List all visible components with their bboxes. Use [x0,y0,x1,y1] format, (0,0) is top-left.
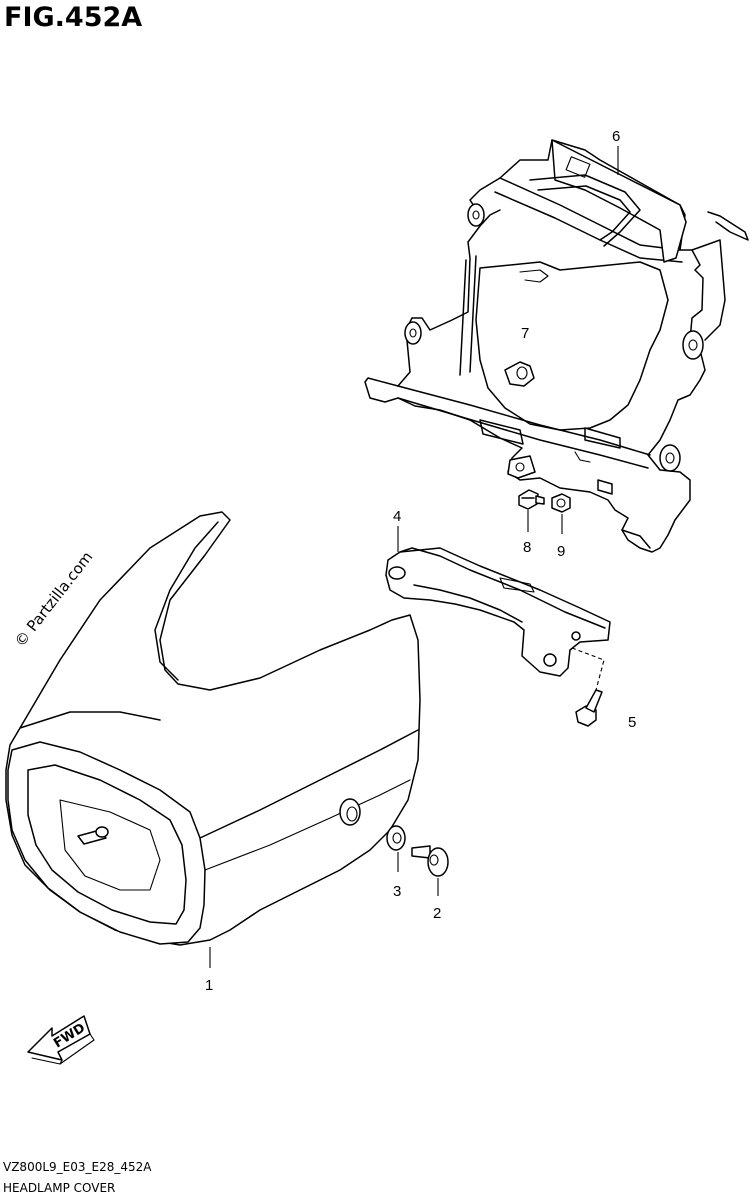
headlamp-cover-part-1[interactable] [5,511,421,946]
callout-1: 1 [205,977,213,994]
callout-5: 5 [628,714,636,731]
callout-3: 3 [393,883,401,900]
callout-7: 7 [521,325,529,342]
washer-part-3[interactable] [386,825,406,851]
callout-8: 8 [523,539,531,556]
forward-direction-arrow-icon: FWD [27,1015,95,1065]
callout-6: 6 [612,128,620,145]
callout-4: 4 [393,508,401,525]
callout-9: 9 [557,543,565,560]
figure-code: VZ800L9_E03_E28_452A [3,1160,152,1174]
bolt-part-8[interactable] [518,489,545,510]
figure-name: HEADLAMP COVER [3,1181,116,1195]
callout-2: 2 [433,905,441,922]
figure-title: FIG.452A [4,2,143,33]
stay-bracket-part-4[interactable] [385,547,611,677]
bolt-part-5[interactable] [571,647,605,727]
screw-part-2[interactable] [411,845,449,877]
headlamp-bracket-frame[interactable] [364,139,749,553]
nut-part-9[interactable] [551,493,571,513]
leader-lines [209,146,619,968]
